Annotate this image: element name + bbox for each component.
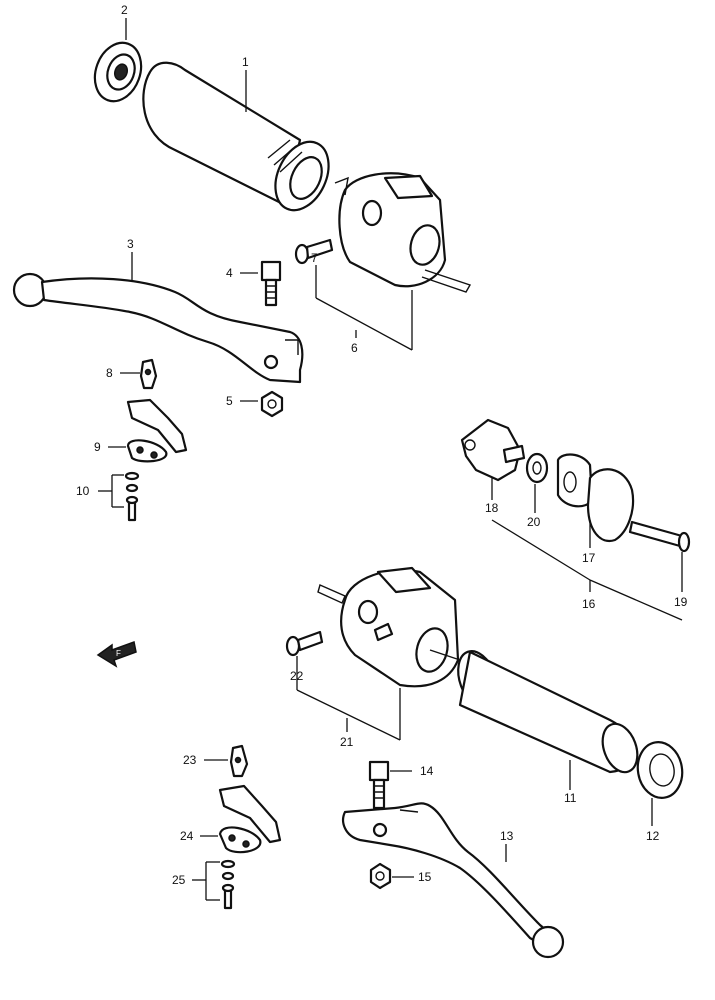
- callout-7: 7: [311, 251, 318, 265]
- part-4-bolt: [260, 260, 282, 307]
- part-22-screw: [285, 630, 324, 657]
- callout-17: 17: [582, 551, 596, 565]
- callout-13: 13: [500, 829, 514, 843]
- part-15-nut: [369, 862, 392, 890]
- callout-24: 24: [180, 829, 194, 843]
- part-25-screw-washer: [220, 859, 236, 910]
- front-direction-arrow: F: [96, 640, 137, 668]
- front-arrow-label: F: [116, 649, 121, 658]
- part-7-screw: [294, 238, 334, 265]
- callout-labels: 2 1 3 4 5 6 7 8 9 10 11 12 13 14 15 16 1…: [76, 3, 688, 887]
- callout-11: 11: [564, 791, 577, 805]
- callout-5: 5: [226, 394, 233, 408]
- part-14-bolt: [368, 760, 390, 810]
- part-17-switch-knob: [556, 453, 635, 543]
- part-13-clutch-lever: [342, 802, 565, 959]
- callout-8: 8: [106, 366, 113, 380]
- callout-3: 3: [127, 237, 134, 251]
- callout-2: 2: [121, 3, 128, 17]
- callout-20: 20: [527, 515, 541, 529]
- part-10-screw-washer: [124, 471, 140, 522]
- part-5-nut: [260, 390, 284, 418]
- callout-23: 23: [183, 753, 197, 767]
- leader-lines: [98, 18, 683, 901]
- callout-18: 18: [485, 501, 499, 515]
- part-1-throttle-grip: [142, 61, 330, 212]
- callout-12: 12: [646, 829, 660, 843]
- part-21-left-switch-housing: [317, 566, 461, 688]
- callout-19: 19: [674, 595, 688, 609]
- callout-16: 16: [582, 597, 596, 611]
- callout-4: 4: [226, 266, 233, 280]
- callout-25: 25: [172, 873, 186, 887]
- callout-1: 1: [242, 55, 249, 69]
- part-9-switch-bracket: [126, 398, 188, 463]
- callout-21: 21: [340, 735, 354, 749]
- part-18-switch-body: [460, 418, 526, 482]
- callout-15: 15: [418, 870, 432, 884]
- part-19-screw: [628, 520, 691, 553]
- part-8-switch: [139, 358, 158, 390]
- part-3-brake-lever: [12, 272, 304, 384]
- part-6-right-switch-housing: [334, 172, 472, 293]
- part-23-switch: [229, 744, 249, 778]
- callout-6: 6: [351, 341, 358, 355]
- part-24-switch-bracket: [218, 784, 282, 854]
- callout-22: 22: [290, 669, 304, 683]
- callout-9: 9: [94, 440, 101, 454]
- part-20-washer: [525, 452, 549, 484]
- part-12-end-cap: [636, 741, 684, 799]
- callout-14: 14: [420, 764, 434, 778]
- callout-10: 10: [76, 484, 90, 498]
- part-11-handlebar-grip: [457, 650, 639, 774]
- part-2-end-cap: [93, 41, 143, 103]
